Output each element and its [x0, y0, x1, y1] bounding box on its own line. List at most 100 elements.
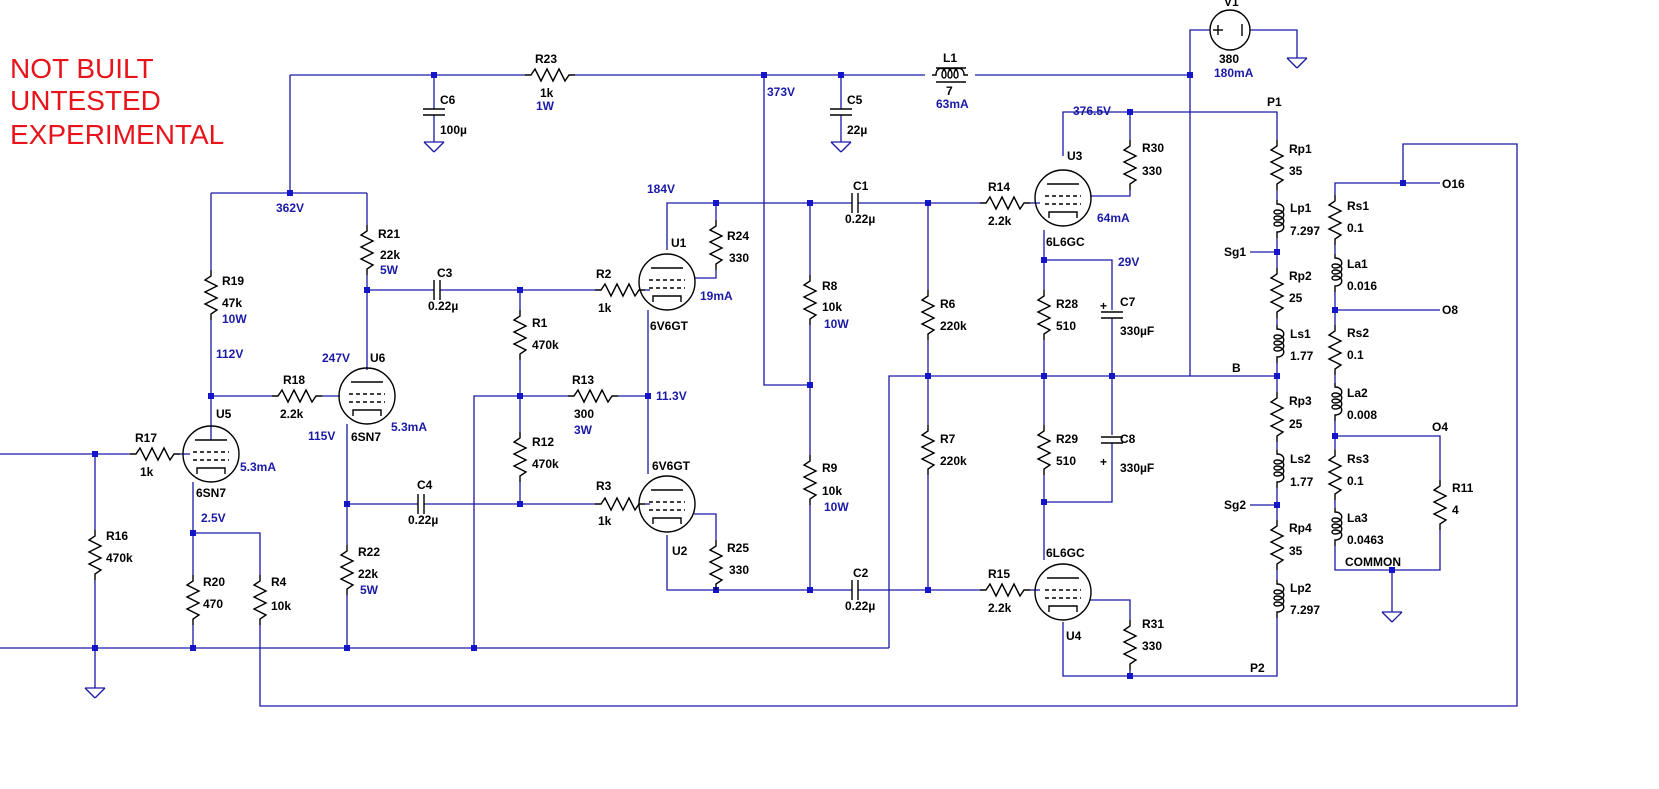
label-rs2: Rs2: [1347, 326, 1369, 340]
value-c7: 330µF: [1120, 324, 1154, 338]
current-u6: 5.3mA: [391, 420, 427, 434]
label-r6: R6: [940, 297, 956, 311]
label-la2: La2: [1347, 386, 1368, 400]
node-sg1: Sg1: [1224, 245, 1246, 259]
label-c1: C1: [853, 179, 869, 193]
label-r11: R11: [1452, 481, 1474, 495]
node-p2: P2: [1250, 661, 1265, 675]
value-c8: 330µF: [1120, 461, 1154, 475]
current-u5: 5.3mA: [240, 460, 276, 474]
label-c3: C3: [437, 266, 453, 280]
label-ls1: Ls1: [1290, 327, 1311, 341]
value-r25: 330: [729, 563, 749, 577]
label-u2: U2: [672, 544, 688, 558]
value-c3: 0.22µ: [428, 299, 458, 313]
label-r21: R21: [378, 227, 400, 241]
resistor-labels: R23 1k 1W R21 22k 5W R19 47k 10W R18 2.2…: [106, 52, 1474, 653]
label-r8: R8: [822, 279, 838, 293]
value-r16: 470k: [106, 551, 133, 565]
label-rs3: Rs3: [1347, 452, 1369, 466]
value-c1: 0.22µ: [845, 212, 875, 226]
label-u3: U3: [1067, 149, 1083, 163]
node-p1: P1: [1267, 95, 1282, 109]
warning-line-1: NOT BUILT: [10, 53, 154, 84]
label-ls2: Ls2: [1290, 452, 1311, 466]
voltage-annotations: 373V 376.5V 362V 184V 112V 247V 115V 11.…: [201, 85, 1139, 525]
label-r16: R16: [106, 529, 128, 543]
label-r3: R3: [596, 479, 612, 493]
value-rp3: 25: [1289, 417, 1303, 431]
voltage-29v: 29V: [1118, 255, 1139, 269]
value-l1: 7: [946, 84, 953, 98]
label-r18: R18: [283, 373, 305, 387]
label-v1: V1: [1224, 0, 1239, 9]
value-ls1: 1.77: [1290, 349, 1314, 363]
value-c5: 22µ: [847, 123, 867, 137]
label-c5: C5: [847, 93, 863, 107]
inductor-labels: L1 7 63mA Lp1 7.297 Ls1 1.77 Ls2 1.77 Lp…: [936, 51, 1384, 617]
label-r12: R12: [532, 435, 554, 449]
voltage-11v: 11.3V: [656, 389, 687, 403]
node-b: B: [1232, 361, 1241, 375]
label-r1: R1: [532, 316, 548, 330]
voltage-184v: 184V: [647, 182, 675, 196]
value-c6: 100µ: [440, 123, 467, 137]
label-la1: La1: [1347, 257, 1368, 271]
label-u5: U5: [216, 407, 232, 421]
value-r30: 330: [1142, 164, 1162, 178]
value-rp4: 35: [1289, 544, 1303, 558]
value-r15: 2.2k: [988, 601, 1012, 615]
node-labels: P1 P2 B Sg1 Sg2 O16 O8 O4 COMMON: [1224, 95, 1465, 675]
label-r24: R24: [727, 229, 749, 243]
capacitor-labels: C6 100µ C5 22µ C3 0.22µ C4 0.22µ C1 0.22…: [408, 93, 1154, 613]
value-ls2: 1.77: [1290, 475, 1314, 489]
value-r7: 220k: [940, 454, 967, 468]
node-o16: O16: [1442, 177, 1465, 191]
svg-text:+: +: [1100, 455, 1107, 469]
source-labels: V1 380 180mA: [1214, 0, 1254, 80]
voltage-2v5: 2.5V: [201, 511, 226, 525]
extra-r13: 3W: [574, 423, 593, 437]
current-u3: 64mA: [1097, 211, 1130, 225]
voltage-373v: 373V: [767, 85, 795, 99]
value-la1: 0.016: [1347, 279, 1377, 293]
label-rs1: Rs1: [1347, 199, 1369, 213]
label-r15: R15: [988, 567, 1010, 581]
label-rp1: Rp1: [1289, 142, 1312, 156]
type-u3: 6L6GC: [1046, 235, 1085, 249]
current-v1: 180mA: [1214, 66, 1254, 80]
svg-text:+: +: [1100, 299, 1107, 313]
extra-l1: 63mA: [936, 97, 969, 111]
label-lp2: Lp2: [1290, 581, 1312, 595]
value-r4: 10k: [271, 599, 291, 613]
label-r30: R30: [1142, 141, 1164, 155]
label-r28: R28: [1056, 297, 1078, 311]
value-rp1: 35: [1289, 164, 1303, 178]
label-r13: R13: [572, 373, 594, 387]
label-rp3: Rp3: [1289, 394, 1312, 408]
voltage-115v: 115V: [308, 429, 335, 443]
label-u4: U4: [1066, 629, 1082, 643]
type-u4: 6L6GC: [1046, 546, 1085, 560]
label-rp4: Rp4: [1289, 521, 1312, 535]
value-r13: 300: [574, 407, 594, 421]
label-c8: C8: [1120, 432, 1136, 446]
label-r7: R7: [940, 432, 956, 446]
type-u2: 6V6GT: [652, 459, 691, 473]
label-u6: U6: [370, 351, 386, 365]
value-r31: 330: [1142, 639, 1162, 653]
extra-r8: 10W: [824, 317, 849, 331]
value-r23: 1k: [540, 86, 554, 100]
label-r23: R23: [535, 52, 557, 66]
value-la3: 0.0463: [1347, 533, 1384, 547]
extra-r19: 10W: [222, 312, 247, 326]
current-u1: 19mA: [700, 289, 733, 303]
node-common: COMMON: [1345, 555, 1401, 569]
value-r29: 510: [1056, 454, 1076, 468]
value-rs2: 0.1: [1347, 348, 1364, 362]
value-la2: 0.008: [1347, 408, 1377, 422]
voltage-247v: 247V: [322, 351, 350, 365]
label-r20: R20: [203, 575, 225, 589]
label-r31: R31: [1142, 617, 1164, 631]
value-c2: 0.22µ: [845, 599, 875, 613]
